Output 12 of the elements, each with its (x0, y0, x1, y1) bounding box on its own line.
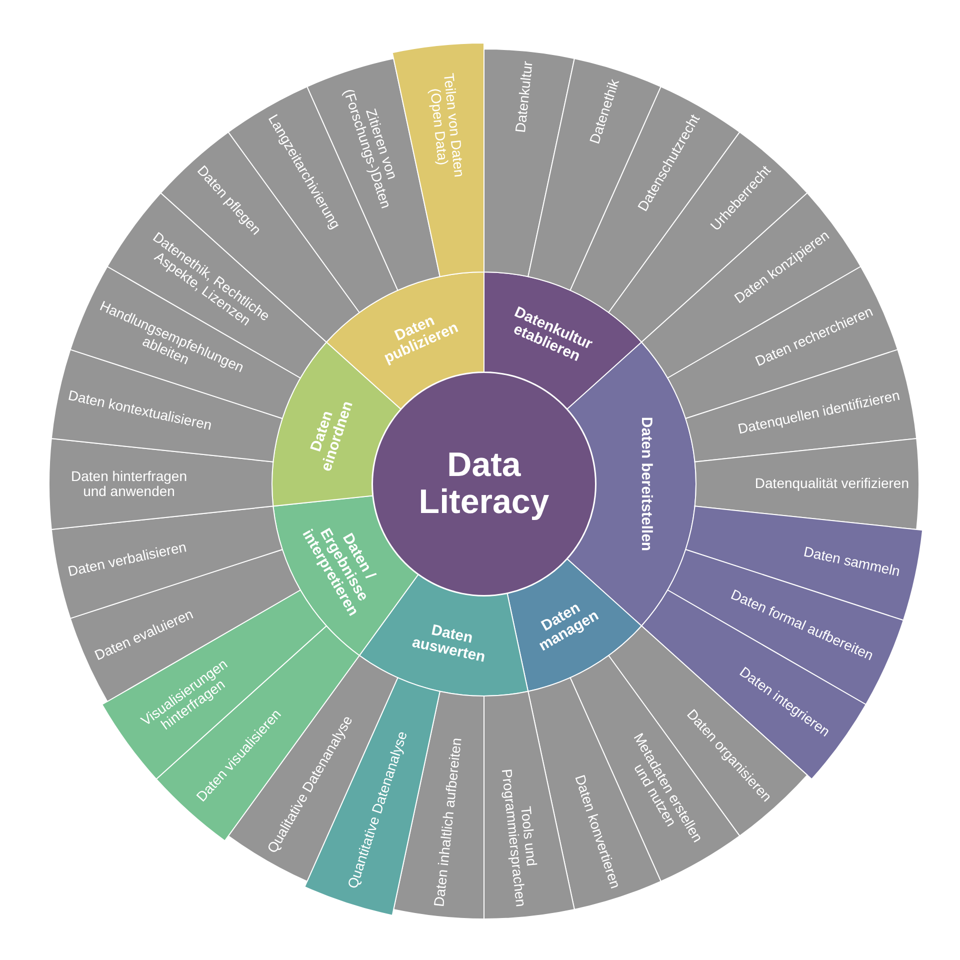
subcategory-label: Teilen von Daten (Open Data) (426, 71, 468, 180)
subcategory-label: Tools und Programmiersprachen (498, 767, 542, 908)
category-label: Daten bereitstellen (638, 416, 654, 552)
category-label: Daten auswerten (410, 620, 488, 668)
subcategory-label: Daten sammeln (802, 544, 902, 580)
subcategory-label: Datenkultur (513, 60, 536, 134)
subcategory-label: Daten hinterfragen und anwenden (70, 468, 188, 500)
subcategory-label: Datenquellen identifizieren (736, 388, 902, 438)
subcategory-label: Daten inhaltlich aufbereiten (432, 737, 465, 908)
subcategory-label: Datenqualität verifizieren (754, 476, 909, 492)
subcategory-label: Daten verbalisieren (66, 540, 188, 580)
center-title: Data Literacy (418, 446, 550, 522)
